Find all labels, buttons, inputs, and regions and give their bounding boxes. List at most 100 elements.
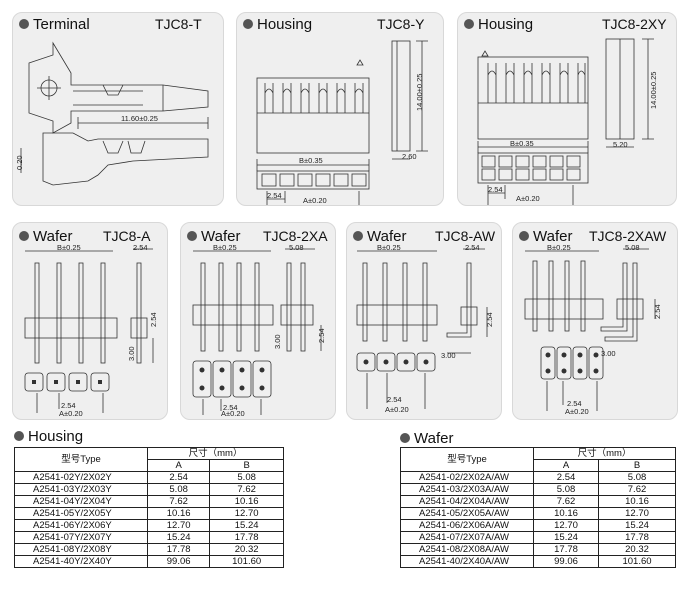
cell-model: A2541-05/2X05A/AW (400, 507, 534, 520)
dim-length: 11.60±0.25 (121, 114, 158, 123)
dim-pin-width: 2.54 (133, 243, 148, 252)
panel-code: TJC8-2XA (263, 228, 328, 244)
dim-pin-pitch: 2.54 (653, 304, 662, 319)
cell-model: A2541-40/2X40A/AW (400, 555, 534, 568)
header-b: B (598, 459, 676, 472)
cell-b: 7.62 (598, 483, 676, 496)
terminal-drawing (20, 41, 209, 186)
cell-b: 5.08 (209, 471, 284, 484)
cell-b: 10.16 (209, 495, 284, 508)
bullet-icon (19, 19, 29, 29)
dim-pitch: 2.54 (488, 185, 503, 194)
cell-a: 5.08 (532, 483, 600, 496)
cell-a: 99.06 (532, 555, 600, 568)
dim-width: 2.60 (402, 152, 417, 161)
cell-model: A2541-03Y/2X03Y (14, 483, 148, 496)
cell-b: 12.70 (209, 507, 284, 520)
panel-wafer-2xaw: Wafer TJC8-2XAW B±0.25 5.08 2.54 3.00 2.… (512, 222, 678, 420)
dim-thickness: 0.20 (15, 155, 24, 170)
cell-model: A2541-07/2X07A/AW (400, 531, 534, 544)
panel-title: Terminal (19, 16, 90, 33)
dim-b: B±0.25 (213, 243, 237, 252)
section-title-wafer: Wafer (400, 430, 453, 447)
cell-model: A2541-06/2X06A/AW (400, 519, 534, 532)
bullet-icon (400, 433, 410, 443)
dim-height: 14.00±0.25 (415, 73, 424, 111)
panel-housing-2xy: Housing TJC8-2XY (457, 12, 677, 206)
dim-pin-width: 5.08 (625, 243, 640, 252)
bullet-icon (19, 231, 29, 241)
cell-a: 12.70 (532, 519, 600, 532)
cell-a: 12.70 (146, 519, 211, 532)
cell-b: 12.70 (598, 507, 676, 520)
cell-model: A2541-40Y/2X40Y (14, 555, 148, 568)
dim-b: B±0.25 (377, 243, 401, 252)
panel-title: Wafer (519, 228, 572, 245)
bullet-icon (14, 431, 24, 441)
dim-pin-pitch: 2.54 (485, 312, 494, 327)
cell-a: 15.24 (146, 531, 211, 544)
panel-wafer-a: Wafer TJC8-A B±0.25 2.54 2.54 3.00 (12, 222, 168, 420)
header-model: 型号Type (400, 447, 534, 472)
dim-tail: 3.00 (441, 351, 456, 360)
cell-model: A2541-08Y/2X08Y (14, 543, 148, 556)
cell-b: 15.24 (209, 519, 284, 532)
panel-title: Wafer (19, 228, 72, 245)
header-model: 型号Type (14, 447, 148, 472)
cell-a: 2.54 (532, 471, 600, 484)
panel-code: TJC8-A (103, 228, 151, 244)
dim-pitch: 2.54 (387, 395, 402, 404)
wafer-aw-drawing (356, 248, 488, 409)
panel-code: TJC8-T (155, 16, 202, 32)
panel-wafer-2xa: Wafer TJC8-2XA B±0.25 5.08 2.54 3.00 2.5… (180, 222, 336, 420)
cell-a: 5.08 (146, 483, 211, 496)
cell-b: 10.16 (598, 495, 676, 508)
bullet-icon (519, 231, 529, 241)
housing-2xy-drawing (477, 38, 654, 205)
bullet-icon (187, 231, 197, 241)
panel-title: Wafer (353, 228, 406, 245)
panel-housing-y: Housing TJC8-Y (236, 12, 444, 206)
cell-b: 101.60 (209, 555, 284, 568)
cell-a: 10.16 (146, 507, 211, 520)
wafer-a-drawing (24, 248, 154, 413)
dim-b: B±0.35 (299, 156, 323, 165)
cell-a: 10.16 (532, 507, 600, 520)
housing-y-drawing (256, 40, 428, 205)
dim-a: A±0.20 (303, 196, 327, 205)
dim-pitch: 2.54 (567, 399, 582, 408)
header-a: A (146, 459, 211, 472)
cell-b: 15.24 (598, 519, 676, 532)
bullet-icon (353, 231, 363, 241)
dim-tail: 3.00 (127, 346, 136, 361)
cell-a: 99.06 (146, 555, 211, 568)
cell-a: 7.62 (146, 495, 211, 508)
header-size: 尺寸（mm） (147, 447, 284, 460)
header-size: 尺寸（mm） (533, 447, 676, 460)
cell-model: A2541-02Y/2X02Y (14, 471, 148, 484)
header-b: B (209, 459, 284, 472)
dim-pitch: 2.54 (61, 401, 76, 410)
cell-model: A2541-06Y/2X06Y (14, 519, 148, 532)
cell-b: 20.32 (209, 543, 284, 556)
section-title-housing: Housing (14, 428, 83, 445)
dim-pin-width: 5.08 (289, 243, 304, 252)
panel-title: Housing (243, 16, 312, 33)
cell-a: 17.78 (146, 543, 211, 556)
cell-model: A2541-04Y/2X04Y (14, 495, 148, 508)
dim-pitch: 2.54 (267, 191, 282, 200)
